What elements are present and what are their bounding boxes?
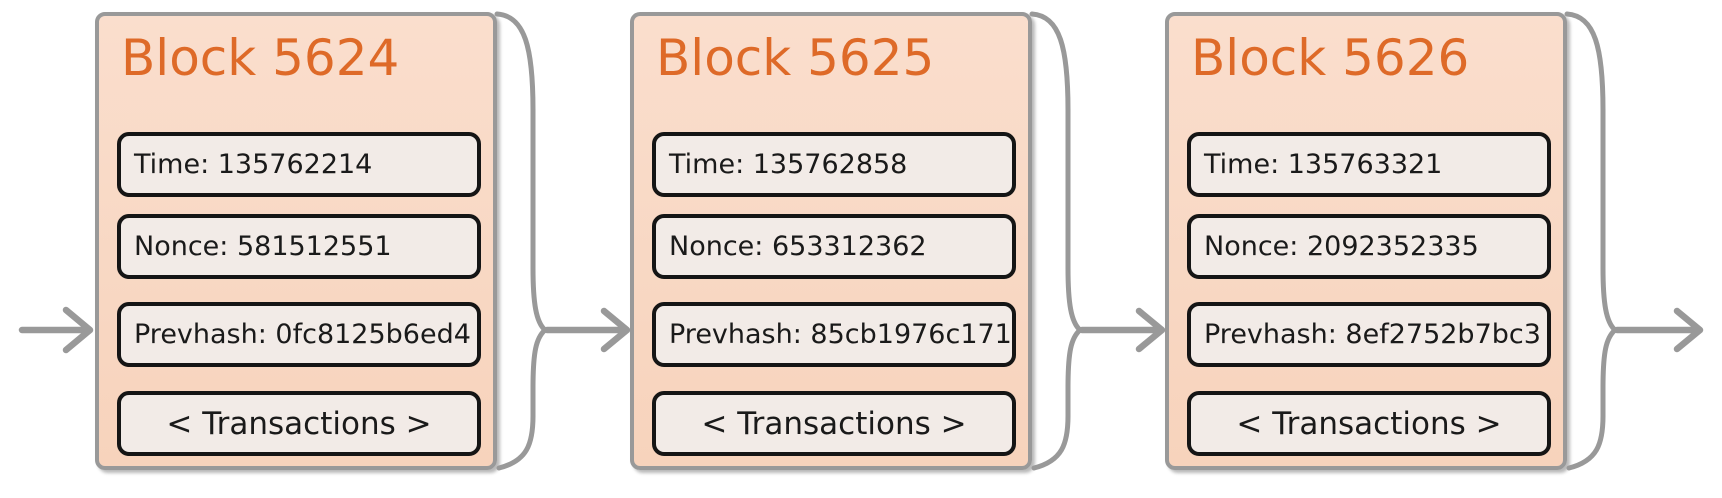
nonce-text: Nonce: 653312362: [669, 231, 927, 262]
prevhash-text: Prevhash: 0fc8125b6ed4: [134, 319, 471, 350]
time-text: Time: 135763321: [1204, 149, 1443, 180]
block-card: Block 5626 Time: 135763321 Nonce: 209235…: [1165, 12, 1567, 470]
outgoing-arrow-icon: [1613, 307, 1704, 353]
nonce-field: Nonce: 2092352335: [1187, 214, 1551, 279]
hash-arrow-icon: [1078, 307, 1166, 353]
nonce-field: Nonce: 581512551: [117, 214, 481, 279]
time-text: Time: 135762858: [669, 149, 908, 180]
time-field: Time: 135763321: [1187, 132, 1551, 197]
nonce-text: Nonce: 581512551: [134, 231, 392, 262]
transactions-button[interactable]: < Transactions >: [652, 391, 1016, 456]
chain-brace-icon: [494, 11, 548, 471]
prevhash-field: Prevhash: 85cb1976c171: [652, 302, 1016, 367]
time-field: Time: 135762858: [652, 132, 1016, 197]
chain-brace-icon: [1564, 11, 1618, 471]
block-card: Block 5624 Time: 135762214 Nonce: 581512…: [95, 12, 497, 470]
time-text: Time: 135762214: [134, 149, 373, 180]
prevhash-field: Prevhash: 8ef2752b7bc3: [1187, 302, 1551, 367]
block-title: Block 5625: [656, 29, 935, 87]
block-title: Block 5626: [1191, 29, 1470, 87]
prevhash-field: Prevhash: 0fc8125b6ed4: [117, 302, 481, 367]
hash-arrow-icon: [543, 307, 631, 353]
transactions-button[interactable]: < Transactions >: [1187, 391, 1551, 456]
incoming-arrow-icon: [18, 306, 94, 354]
time-field: Time: 135762214: [117, 132, 481, 197]
block-card: Block 5625 Time: 135762858 Nonce: 653312…: [630, 12, 1032, 470]
block-title: Block 5624: [121, 29, 400, 87]
prevhash-text: Prevhash: 8ef2752b7bc3: [1204, 319, 1541, 350]
transactions-button[interactable]: < Transactions >: [117, 391, 481, 456]
nonce-text: Nonce: 2092352335: [1204, 231, 1479, 262]
prevhash-text: Prevhash: 85cb1976c171: [669, 319, 1012, 350]
chain-brace-icon: [1029, 11, 1083, 471]
nonce-field: Nonce: 653312362: [652, 214, 1016, 279]
